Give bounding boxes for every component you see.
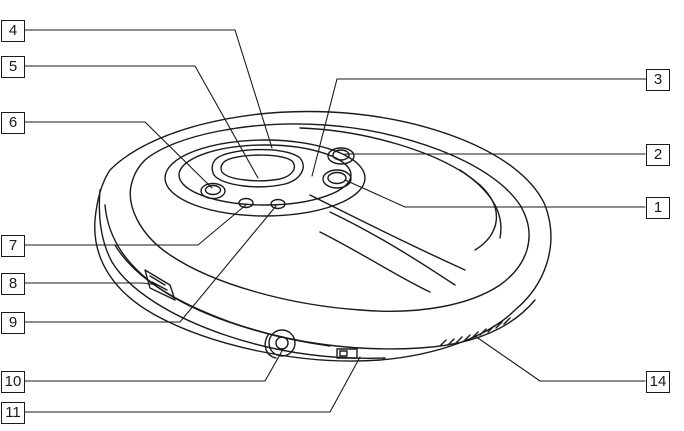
callout-4: 4 bbox=[1, 20, 25, 42]
callout-6: 6 bbox=[1, 112, 25, 134]
callout-10: 10 bbox=[1, 371, 25, 393]
callout-8: 8 bbox=[1, 273, 25, 295]
callout-2: 2 bbox=[646, 144, 670, 166]
player-body bbox=[94, 110, 552, 362]
button-6 bbox=[200, 182, 226, 200]
button-1 bbox=[322, 169, 352, 189]
button-7 bbox=[238, 197, 254, 209]
callout-11: 11 bbox=[1, 402, 25, 424]
callout-7: 7 bbox=[1, 235, 25, 257]
callout-5: 5 bbox=[1, 56, 25, 78]
button-2 bbox=[327, 147, 355, 165]
leader-lines bbox=[23, 29, 649, 413]
callout-1: 1 bbox=[646, 197, 670, 219]
button-9 bbox=[270, 198, 286, 210]
callout-14: 14 bbox=[646, 371, 670, 393]
control-panel bbox=[164, 139, 366, 217]
callout-9: 9 bbox=[1, 312, 25, 334]
hold-switch bbox=[336, 348, 358, 359]
grip-ridges bbox=[439, 317, 511, 347]
callout-3: 3 bbox=[646, 69, 670, 91]
side-jack bbox=[144, 269, 176, 301]
headphone-socket bbox=[264, 329, 296, 359]
